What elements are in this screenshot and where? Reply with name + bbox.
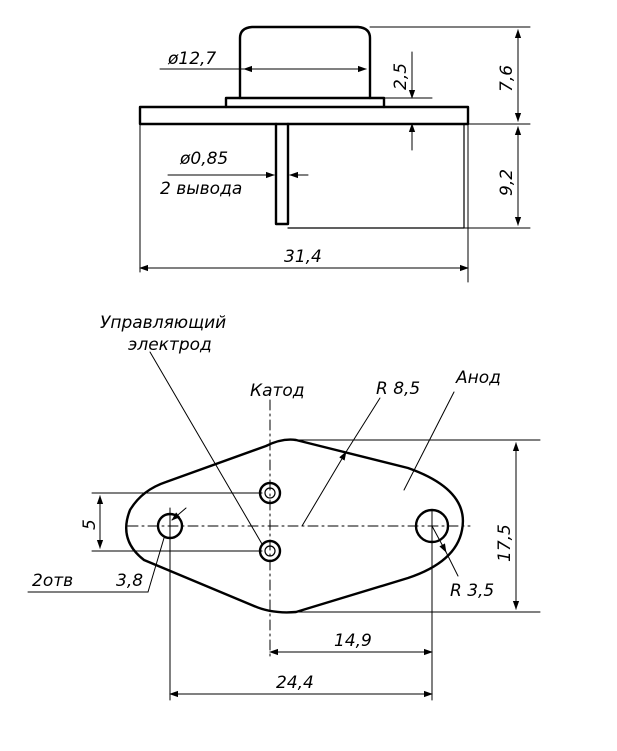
label-control-line1: Управляющий <box>100 313 226 333</box>
cap-collar <box>224 96 386 109</box>
pin-block-right <box>287 123 465 229</box>
side-view: ø12,7 2,5 7,6 9,2 ø0,85 2 вывода 31,4 <box>138 25 531 283</box>
dim-pin-length: 9,2 <box>497 169 517 196</box>
pin-block <box>274 122 290 226</box>
dim-cap-height: 2,5 <box>391 63 411 90</box>
pins-note: 2 вывода <box>160 179 242 199</box>
dim-pin-spacing: 5 <box>80 519 100 530</box>
top-view: 5 Управляющий электрод Катод Анод R 8,5 … <box>27 313 541 701</box>
label-control-line2: электрод <box>128 335 212 355</box>
dim-pin-diameter: ø0,85 <box>179 149 228 169</box>
dim-body-diameter: ø12,7 <box>167 49 216 69</box>
dim-holes-note: 2отв <box>32 571 73 591</box>
dim-hole-diameter: 3,8 <box>116 571 143 591</box>
dim-width: 17,5 <box>495 524 515 562</box>
dim-center-distance: 14,9 <box>334 631 372 651</box>
flange-outline <box>138 105 470 126</box>
flange-outline-top <box>125 438 465 614</box>
cap-body <box>238 25 372 100</box>
label-radius: R 8,5 <box>376 379 420 399</box>
label-cathode: Катод <box>250 381 305 401</box>
dim-flange-length: 31,4 <box>284 247 322 267</box>
dim-anode-radius: R 3,5 <box>450 581 494 601</box>
dim-hole-spacing: 24,4 <box>276 673 314 693</box>
label-anode: Анод <box>455 368 501 388</box>
dim-total-upper: 7,6 <box>497 65 517 92</box>
